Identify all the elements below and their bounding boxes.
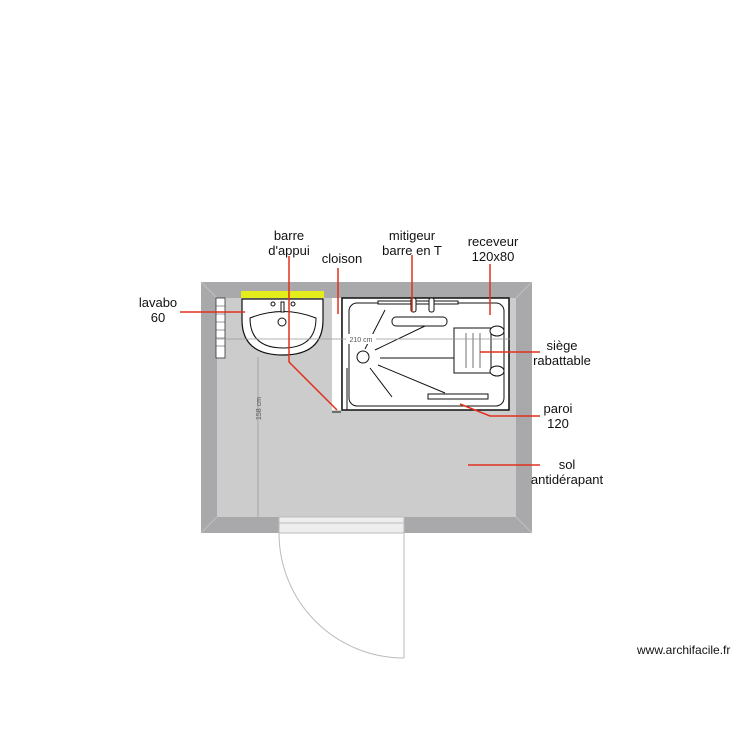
label-line: sol xyxy=(558,457,576,472)
label-line: lavabo xyxy=(138,295,178,310)
door-swing xyxy=(278,532,405,659)
sink xyxy=(241,298,324,356)
radiator xyxy=(215,297,226,359)
label-line: 120x80 xyxy=(471,249,515,264)
label-line: antidérapant xyxy=(530,472,604,487)
grab-bar xyxy=(241,291,324,298)
folding-seat xyxy=(453,325,505,377)
partition xyxy=(332,298,341,410)
label-cloison: cloison xyxy=(321,251,363,266)
watermark: www.archifacile.fr xyxy=(637,643,731,657)
height-label: 158 cm xyxy=(256,397,263,420)
label-line: 120 xyxy=(547,416,569,431)
label-line: siège xyxy=(546,338,578,353)
door-opening[interactable] xyxy=(278,516,405,534)
label-line: paroi xyxy=(543,401,573,416)
label-line: d'appui xyxy=(268,243,310,258)
label-line: rabattable xyxy=(533,353,591,368)
label-line: receveur xyxy=(467,234,519,249)
label-line: 60 xyxy=(150,310,166,325)
leader-lines xyxy=(180,255,540,466)
label-line: barre en T xyxy=(382,243,442,258)
width-label: 210 cm xyxy=(350,337,373,344)
label-line: barre xyxy=(273,228,305,243)
label-line: mitigeur xyxy=(388,228,436,243)
